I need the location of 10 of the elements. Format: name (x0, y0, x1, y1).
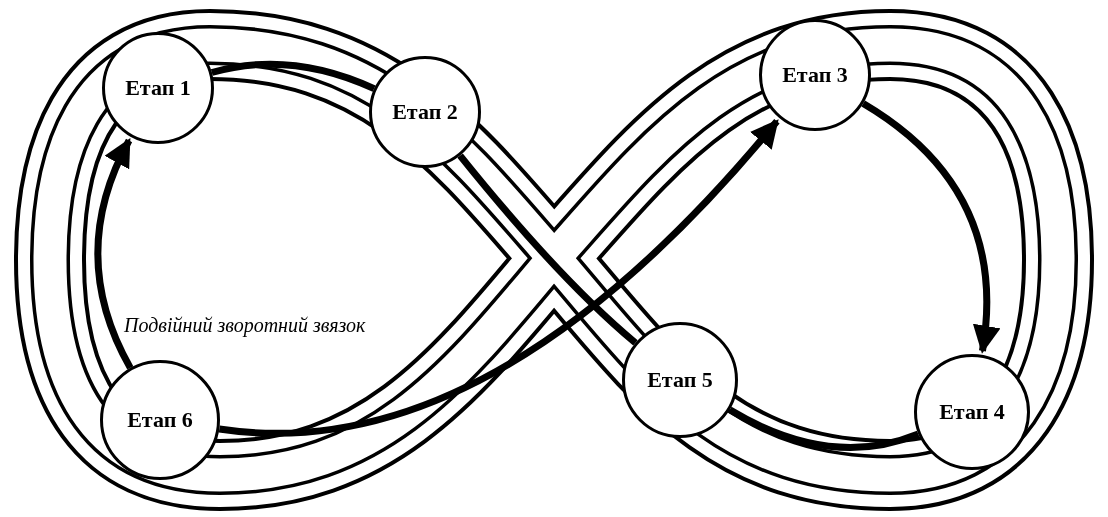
stage-label: Етап 5 (647, 366, 713, 394)
feedback-caption: Подвійний зворотний звязок (124, 313, 366, 339)
arrow (94, 138, 134, 370)
stage-label: Етап 3 (782, 61, 848, 89)
stage-label: Етап 2 (392, 98, 458, 126)
stage-label: Етап 1 (125, 74, 191, 102)
arrow (219, 119, 780, 437)
arrow (861, 100, 1000, 354)
stage-label: Етап 6 (127, 406, 193, 434)
stage-label: Етап 4 (939, 398, 1005, 426)
